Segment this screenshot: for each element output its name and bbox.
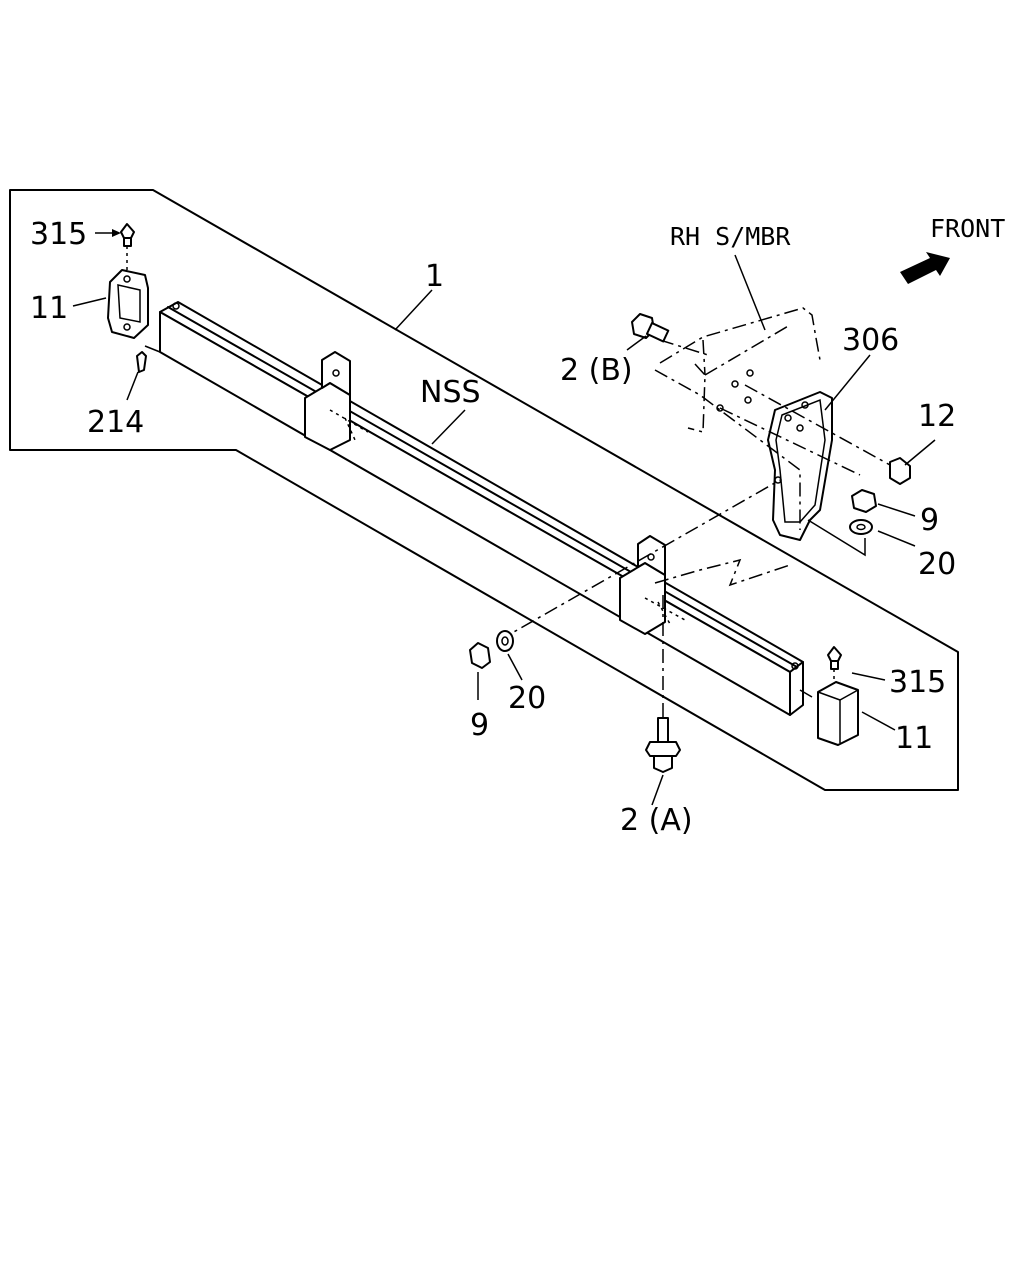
right-saddle-bracket [619,535,686,635]
bolt-2a [645,717,681,773]
callout-11-upper: 11 [30,291,68,326]
bracket-306 [767,391,833,541]
callout-9-right: 9 [920,503,939,538]
washer-20-right [849,519,873,535]
callout-9-left: 9 [470,708,489,743]
bolt-2b [631,313,670,343]
upper-left-cushion [107,269,149,339]
front-arrow-icon [900,252,950,284]
upper-left-rivet [120,223,135,270]
left-saddle-bracket [304,351,369,451]
assembly-boundary [9,189,959,791]
lower-right-cushion [817,681,859,746]
frame-side-member [659,307,821,433]
front-label: FRONT [930,214,1005,243]
assembly-centerlines [497,339,891,720]
callout-12: 12 [918,399,956,434]
callout-315-upper: 315 [30,217,87,252]
washer-20-left [496,630,514,652]
nut-9-left [469,642,491,669]
nut-12 [889,457,911,485]
leader-lines [72,229,936,806]
callout-20-right: 20 [918,547,956,582]
nss-label: NSS [420,375,481,410]
plug-214 [136,351,147,373]
callout-1: 1 [425,259,444,294]
frame-member-label: RH S/MBR [670,222,791,251]
callout-2a: 2 (A) [620,803,693,838]
callout-2b: 2 (B) [560,353,633,388]
callout-214: 214 [87,405,144,440]
nut-9-right [851,489,877,513]
callout-306: 306 [842,323,899,358]
lower-right-rivet [827,646,842,684]
callout-315-lower: 315 [889,665,946,700]
callout-11-lower: 11 [895,721,933,756]
callout-20-left: 20 [508,681,546,716]
